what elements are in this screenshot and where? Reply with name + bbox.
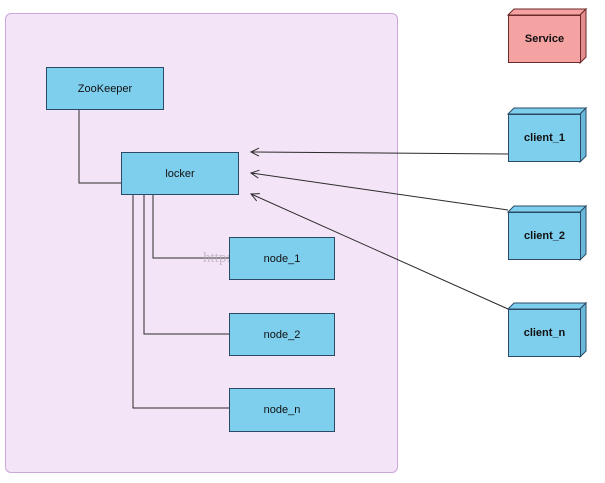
service-node: Service bbox=[508, 15, 581, 63]
node-n-box: node_n bbox=[229, 388, 335, 432]
client-2-node: client_2 bbox=[508, 212, 581, 260]
locker-node1-connector bbox=[152, 195, 229, 259]
node-2-label: node_2 bbox=[263, 328, 301, 341]
node-1-label: node_1 bbox=[263, 252, 301, 265]
locker-box: locker bbox=[121, 152, 239, 195]
zookeeper-locker-connector bbox=[78, 109, 121, 184]
node-n-label: node_n bbox=[263, 404, 301, 416]
client1-locker-arrow bbox=[251, 152, 509, 154]
client-1-node: client_1 bbox=[508, 114, 581, 162]
service-label: Service bbox=[524, 33, 565, 45]
zookeeper-label: ZooKeeper bbox=[77, 82, 133, 95]
zookeeper-box: ZooKeeper bbox=[46, 67, 164, 110]
client2-locker-arrow bbox=[251, 173, 509, 211]
client-n-label: client_n bbox=[523, 327, 566, 339]
client-2-label: client_2 bbox=[524, 230, 565, 242]
node-2-box: node_2 bbox=[229, 313, 335, 356]
client-1-label: client_1 bbox=[524, 132, 565, 144]
locker-noden-connector bbox=[132, 195, 229, 409]
clientn-locker-arrow bbox=[251, 194, 509, 310]
locker-node2-connector bbox=[143, 195, 229, 335]
locker-label: locker bbox=[165, 167, 195, 180]
client-n-node: client_n bbox=[508, 309, 581, 357]
node-1-box: node_1 bbox=[229, 237, 335, 280]
